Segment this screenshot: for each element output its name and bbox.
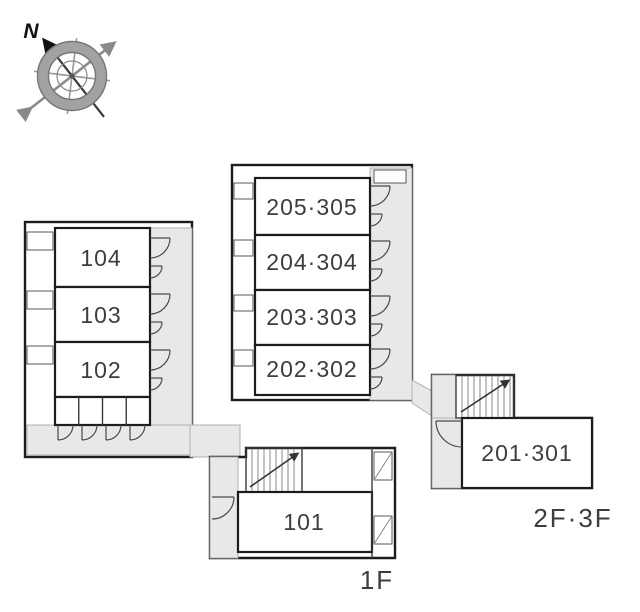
unit-101: 101 <box>208 446 397 560</box>
window-icon <box>26 231 54 251</box>
compass-north-label: N <box>23 20 39 43</box>
room-202-302 <box>253 343 372 397</box>
room-label-203-303: 203·303 <box>266 304 357 330</box>
unit-101-entry-strip <box>209 456 239 559</box>
room-label-103: 103 <box>80 302 121 328</box>
building-middle-corridor <box>369 167 413 401</box>
window-icon <box>233 239 254 257</box>
door-icon-201-301 <box>435 420 463 448</box>
door-icons-middle-corridor <box>369 185 391 390</box>
building-left-corridor <box>149 227 193 426</box>
unit-201-301-landing <box>431 374 457 419</box>
window-icon <box>233 182 254 200</box>
room-204-304 <box>253 233 372 292</box>
room-203-303 <box>253 288 372 347</box>
room-104 <box>53 226 152 289</box>
room-101 <box>236 490 374 554</box>
room-label-201-301: 201·301 <box>481 440 572 466</box>
compass-icon: N <box>16 20 117 123</box>
door-icon-101 <box>211 496 235 520</box>
door-icons-left-walkway <box>57 424 146 441</box>
room-label-204-304: 204·304 <box>266 249 357 275</box>
building-middle: 205·305 204·304 203·303 202·302 <box>230 163 414 402</box>
room-201-301 <box>460 416 594 490</box>
floor-label-1f: 1F <box>360 565 394 595</box>
door-icons-left-corridor <box>149 237 171 391</box>
passage-connector <box>411 379 433 417</box>
room-label-102: 102 <box>80 357 121 383</box>
window-icon <box>26 345 54 365</box>
room-label-104: 104 <box>80 245 121 271</box>
window-icon <box>373 169 407 184</box>
room-label-205-305: 205·305 <box>266 194 357 220</box>
room-label-101: 101 <box>283 509 324 535</box>
stairs-icon-upper <box>455 374 515 419</box>
window-icon <box>26 290 54 310</box>
window-icon <box>233 349 254 367</box>
window-icon <box>233 294 254 312</box>
room-102 <box>53 340 152 399</box>
room-label-202-302: 202·302 <box>266 356 357 382</box>
unit-201-301: 201·301 <box>430 373 594 490</box>
floor-label-2f3f: 2F·3F <box>533 503 612 533</box>
building-left: 104 103 102 <box>23 220 241 459</box>
walkway-connector <box>189 424 241 458</box>
